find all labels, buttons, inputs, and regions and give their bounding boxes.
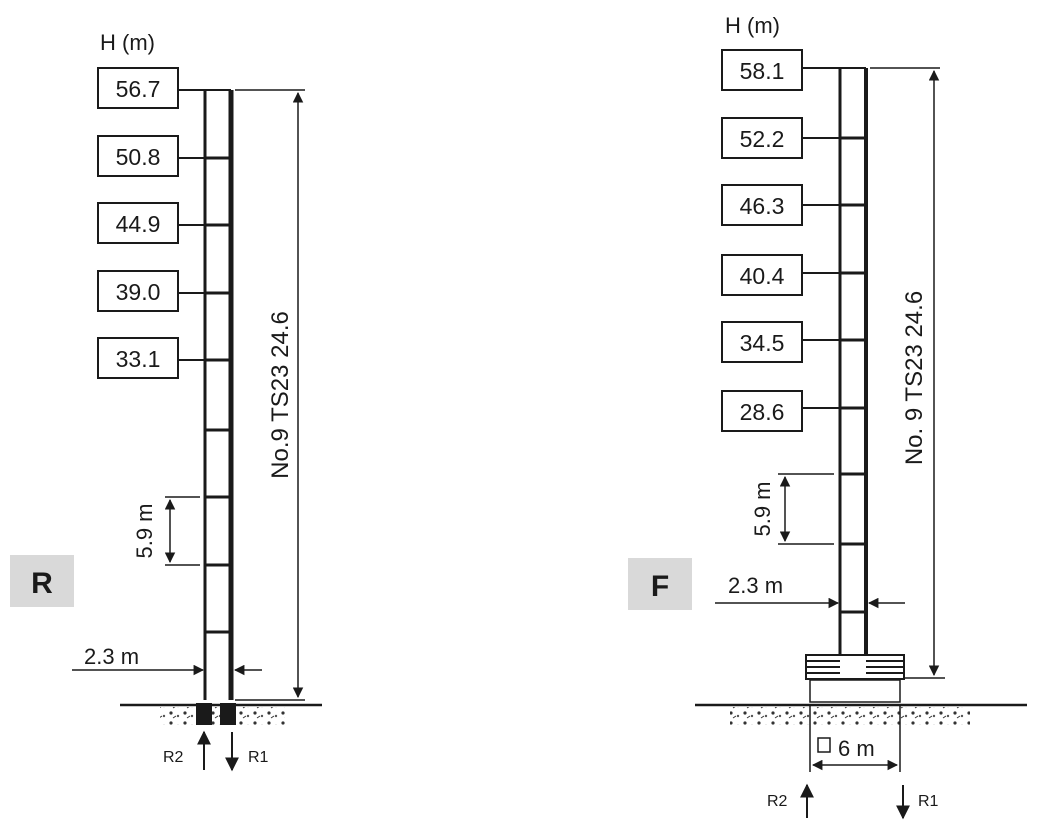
segment-label-R: 5.9 m [132,503,157,558]
segment-dimension-F: 5.9 m [750,473,834,545]
letter-badge-R: R [10,555,74,607]
height-box-F-2: 46.3 [721,184,803,226]
height-value: 28.6 [740,399,785,425]
height-box-R-4: 33.1 [97,337,179,379]
tower-label-F: No. 9 TS23 24.6 [901,291,928,465]
tower-label-R: No.9 TS23 24.6 [267,311,294,479]
height-value: 34.5 [740,330,785,356]
reaction-R1-right: R1 [248,749,269,766]
height-box-R-0: 56.7 [97,67,179,109]
ground-R [120,703,322,725]
height-box-R-2: 44.9 [97,202,179,244]
height-value: 52.2 [740,126,785,152]
width-label-R: 2.3 m [84,644,139,669]
letter-F: F [651,570,669,603]
width-dimension-R: 2.3 m [72,644,262,676]
tower-height-dimension-F: No. 9 TS23 24.6 [870,67,945,679]
height-value: 44.9 [116,211,161,237]
height-value: 50.8 [116,144,161,170]
height-box-F-1: 52.2 [721,117,803,159]
height-value: 46.3 [740,193,785,219]
foundation-F [805,654,905,703]
reactions-F: R2 R1 [767,783,939,820]
segment-label-F: 5.9 m [750,481,775,536]
letter-badge-F: F [628,558,692,610]
reaction-R2-left: R2 [163,749,184,766]
height-box-F-0: 58.1 [721,49,803,91]
height-value: 33.1 [116,346,161,372]
reactions-R: R2 R1 [163,730,269,772]
width-dimension-F: 2.3 m [715,573,905,609]
reaction-F1-right: R1 [918,793,939,810]
height-box-R-1: 50.8 [97,135,179,177]
tower-height-dimension-R: No.9 TS23 24.6 [235,89,305,701]
base-label-F: 6 m [838,736,875,761]
height-value: 39.0 [116,279,161,305]
tower-F: H (m) 58.1 52.2 46.3 40.4 34.5 28.6 [628,13,1027,820]
height-value: 58.1 [740,58,785,84]
letter-R: R [31,567,53,600]
height-box-F-3: 40.4 [721,254,803,296]
tower-column-F [838,67,868,678]
segment-dimension-R: 5.9 m [132,496,200,566]
height-axis-label-F: H (m) [725,13,780,38]
height-box-F-5: 28.6 [721,390,803,432]
ground-F [695,703,1027,725]
height-axis-label-R: H (m) [100,30,155,55]
base-dimension-F: 6 m [809,705,901,772]
height-box-F-4: 34.5 [721,321,803,363]
tower-column-R [203,89,234,700]
tower-R: H (m) 56.7 50.8 44.9 39.0 33.1 [10,30,322,772]
width-label-F: 2.3 m [728,573,783,598]
reaction-F2-left: R2 [767,793,788,810]
height-value: 40.4 [740,263,785,289]
height-box-R-3: 39.0 [97,270,179,312]
height-value: 56.7 [116,76,161,102]
